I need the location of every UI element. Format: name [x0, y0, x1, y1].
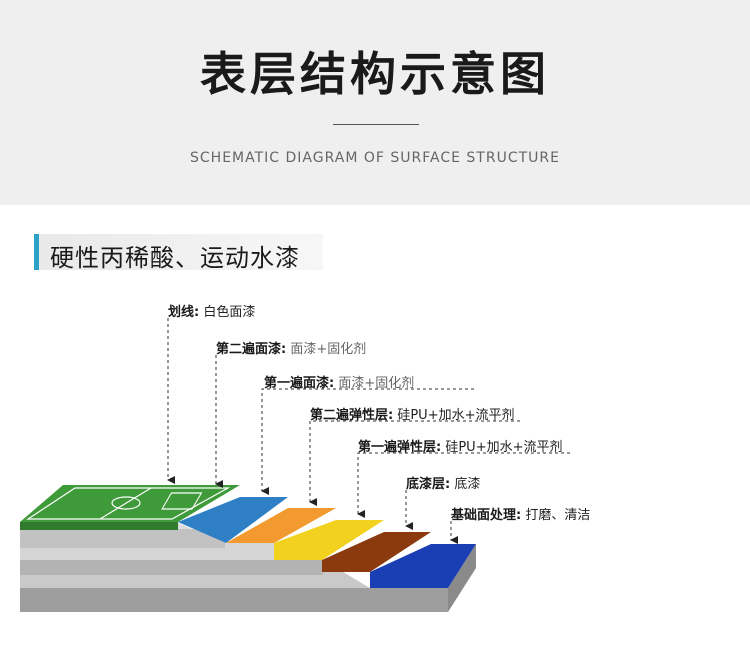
product-accent-bar [34, 234, 39, 270]
layer-name: 基础面处理: [451, 508, 522, 523]
layer-name: 第二遍弹性层: [310, 408, 394, 423]
product-title: 硬性丙稀酸、运动水漆 [50, 244, 300, 272]
yellow-elastic-layer [274, 520, 384, 560]
layer-desc: 硅PU+加水+流平剂 [397, 408, 515, 423]
grey-tier-mid-front [20, 560, 323, 575]
header-banner: 表层结构示意图 SCHEMATIC DIAGRAM OF SURFACE STR… [0, 0, 750, 205]
label-first-elastic: 第一遍弹性层: 硅PU+加水+流平剂 [358, 436, 562, 455]
layer-name: 第二遍面漆: [216, 342, 287, 357]
brown-primer-layer [322, 532, 431, 572]
leader-line-first-topcoat [261, 388, 474, 495]
orange-elastic-layer [226, 508, 336, 543]
grey-tier-upper-front [20, 529, 225, 548]
page-title: 表层结构示意图 [200, 47, 550, 101]
layer-desc: 面漆+固化剂 [338, 376, 415, 391]
layer-desc: 面漆+固化剂 [290, 342, 367, 357]
layer-desc: 打磨、清洁 [525, 508, 591, 523]
label-base-treatment: 基础面处理: 打磨、清洁 [451, 504, 590, 523]
concrete-slab-front [20, 588, 448, 612]
green-court-layer-front [20, 522, 178, 530]
layer-name: 划线: [168, 305, 200, 320]
layer-name: 第一遍面漆: [264, 376, 335, 391]
navy-base-layer [370, 544, 476, 588]
court-lines [26, 487, 231, 520]
leader-line-second-elastic [309, 420, 520, 506]
label-first-topcoat: 第一遍面漆: 面漆+固化剂 [264, 372, 414, 391]
layer-desc: 硅PU+加水+流平剂 [445, 440, 563, 455]
leader-line-first-elastic [357, 452, 570, 518]
blue-topcoat-layer [178, 497, 288, 543]
layer-name: 第一遍弹性层: [358, 440, 442, 455]
leader-lines [167, 318, 570, 544]
label-primer: 底漆层: 底漆 [406, 473, 480, 492]
page-subtitle: SCHEMATIC DIAGRAM OF SURFACE STRUCTURE [190, 150, 560, 166]
concrete-slab-side [448, 544, 476, 612]
title-divider [333, 124, 419, 125]
layer-desc: 底漆 [454, 477, 481, 492]
label-second-elastic: 第二遍弹性层: 硅PU+加水+流平剂 [310, 404, 514, 423]
label-line-marking: 划线: 白色面漆 [168, 301, 255, 320]
green-court-layer [20, 485, 240, 522]
product-title-box [39, 234, 323, 270]
layer-desc: 白色面漆 [203, 305, 256, 320]
label-second-topcoat: 第二遍面漆: 面漆+固化剂 [216, 338, 366, 357]
layer-name: 底漆层: [406, 477, 451, 492]
